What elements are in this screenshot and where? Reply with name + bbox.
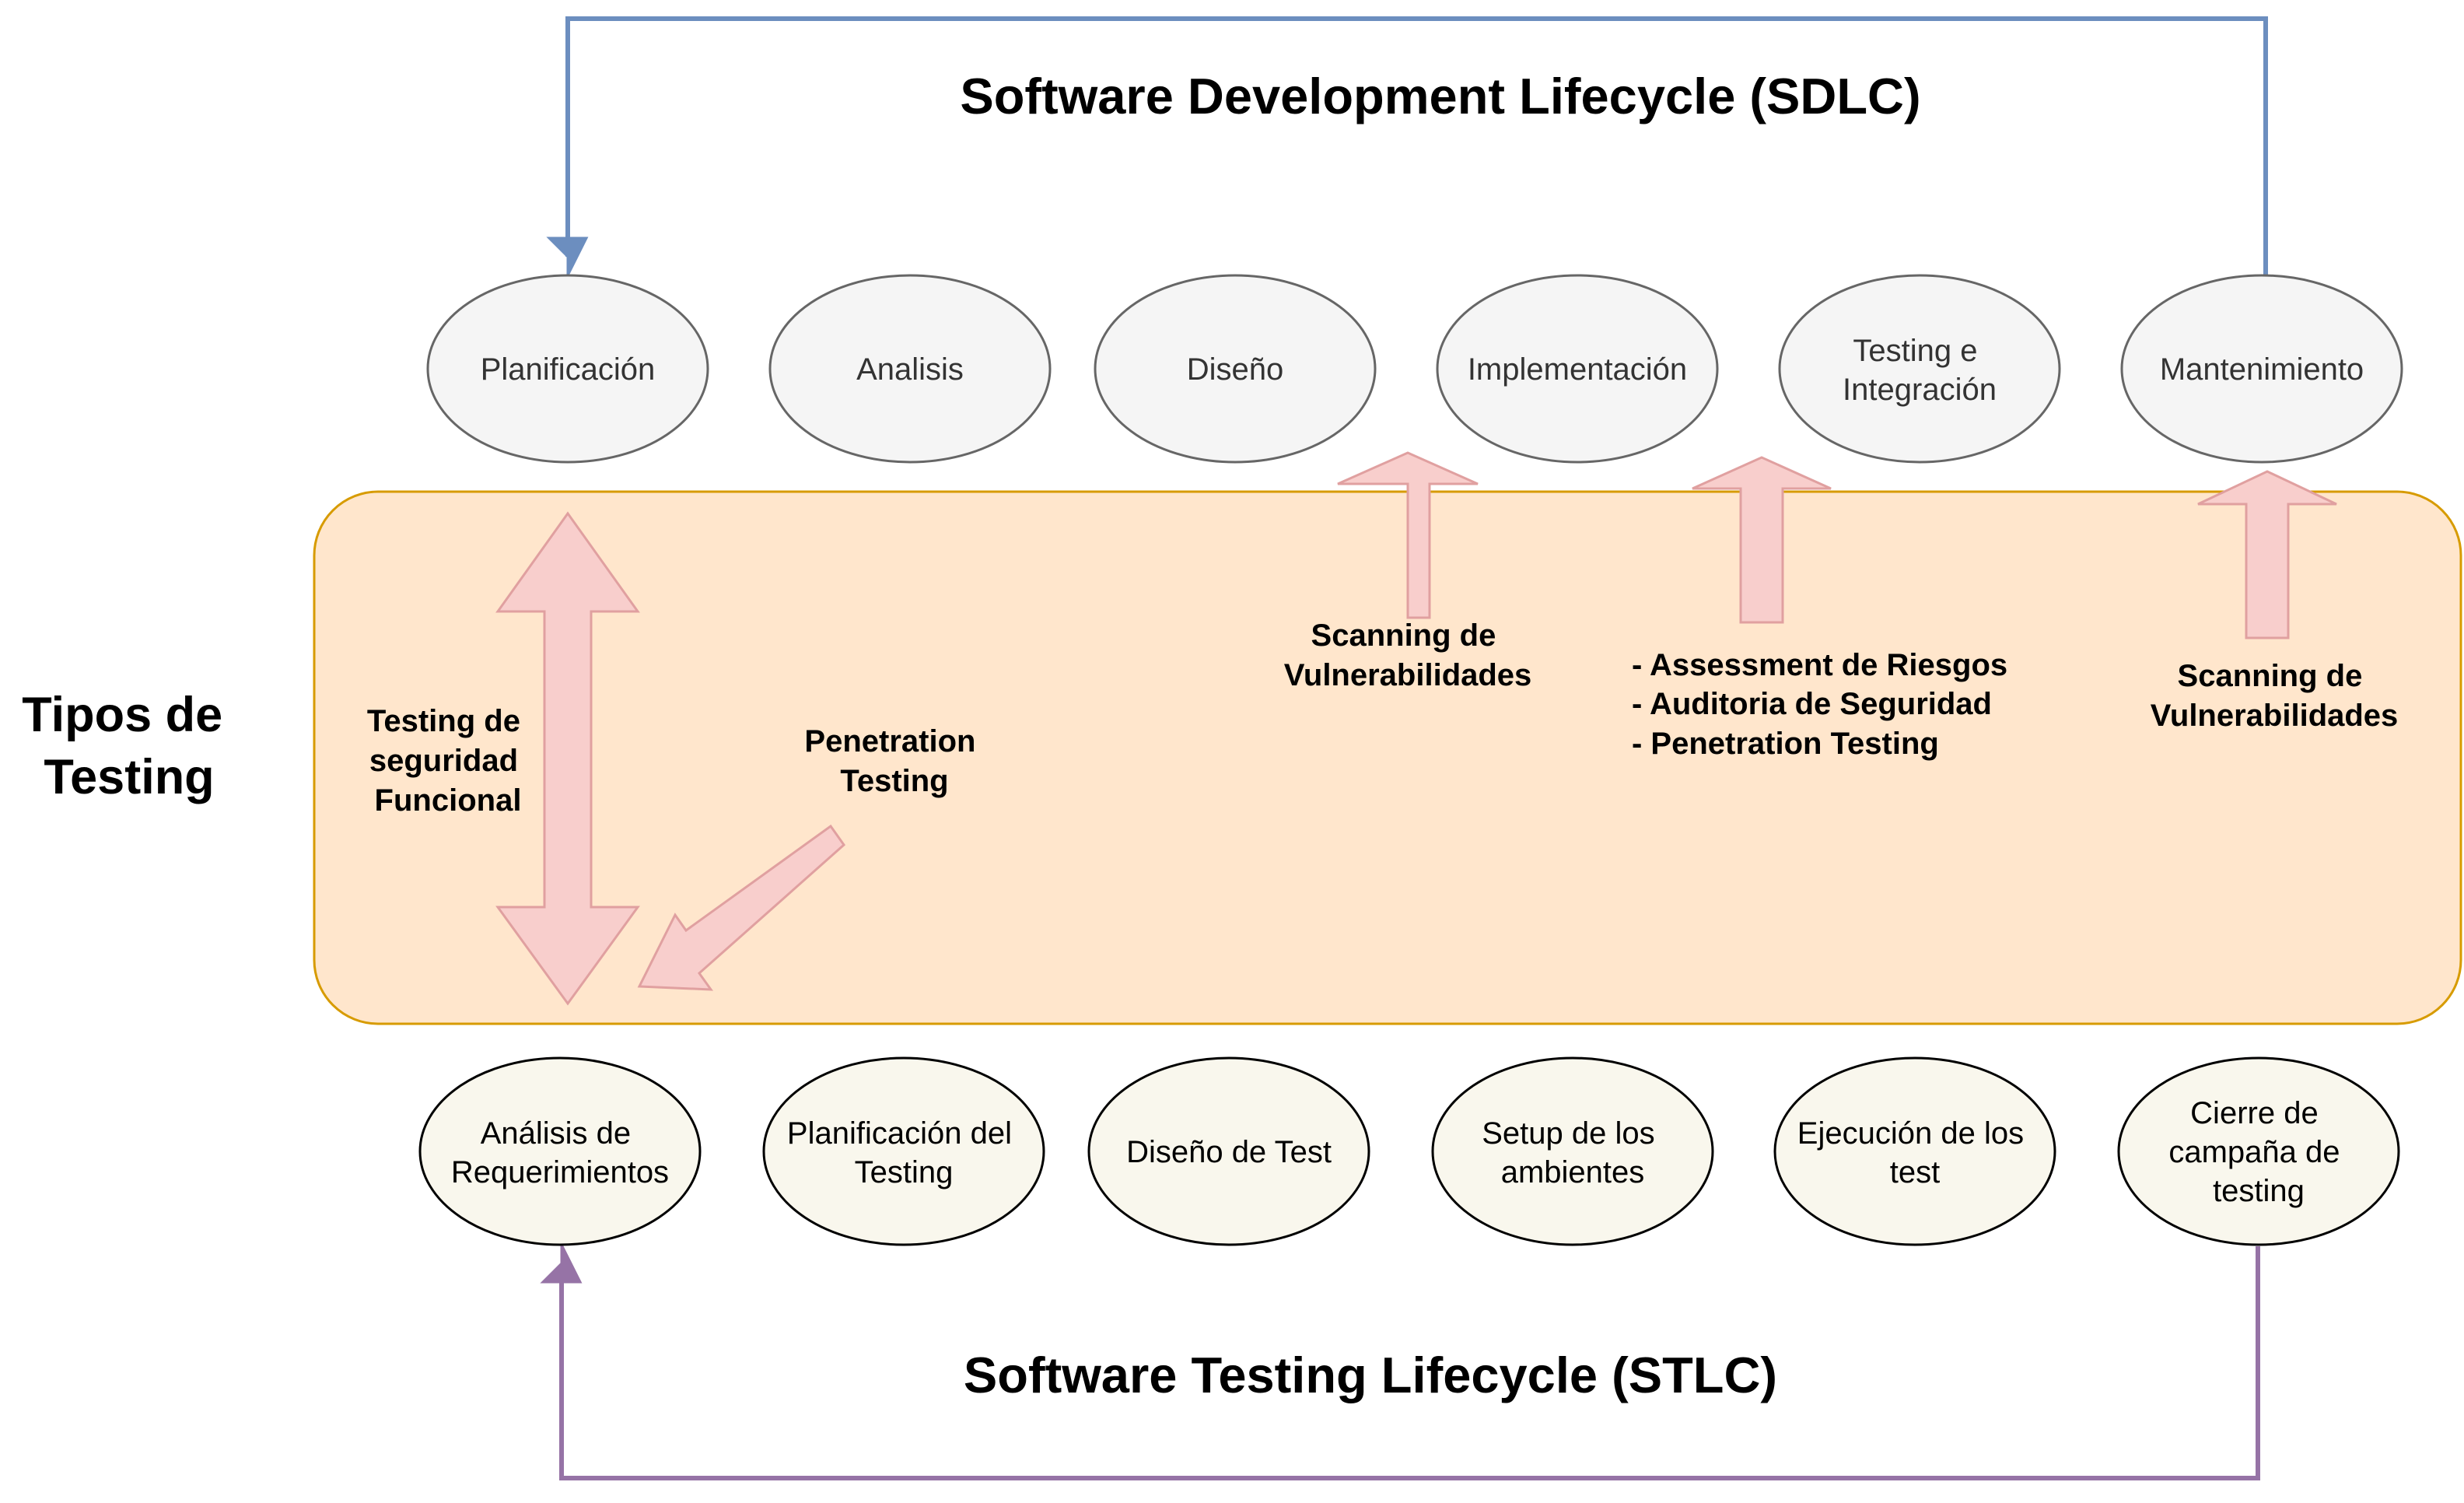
- svg-text:Analisis: Analisis: [856, 352, 964, 387]
- label-penetration-testing: Penetration Testing: [804, 724, 984, 798]
- stlc-phase-cierre-campana: Cierre de campaña de testing: [2117, 1056, 2400, 1246]
- sdlc-phase-analisis: Analisis: [768, 274, 1052, 464]
- svg-text:Mantenimiento: Mantenimiento: [2160, 352, 2364, 387]
- svg-text:Ejecución de los test: Ejecución de los test: [1797, 1116, 2032, 1189]
- svg-text:Diseño: Diseño: [1187, 352, 1284, 387]
- stlc-phase-planificacion-testing: Planificación del Testing: [762, 1056, 1045, 1246]
- stlc-title: Software Testing Lifecycle (STLC): [964, 1347, 1777, 1403]
- svg-text:Cierre de campaña de: Cierre de campaña de testing: [2168, 1096, 2348, 1208]
- sdlc-phase-implementacion: Implementación: [1436, 274, 1719, 464]
- stlc-phase-diseno-test: Diseño de Test: [1087, 1056, 1370, 1246]
- stlc-phase-analisis-requerimientos: Análisis de Requerimientos: [418, 1056, 702, 1246]
- testing-types-title: Tipos de Testing: [22, 688, 236, 804]
- sdlc-phase-mantenimiento: Mantenimiento: [2120, 274, 2403, 464]
- sdlc-title: Software Development Lifecycle (SDLC): [960, 68, 1920, 124]
- svg-text:Diseño de Test: Diseño de Test: [1126, 1135, 1332, 1169]
- label-assessment-list: - Assessment de Riesgos - Auditoria de S…: [1632, 648, 2016, 761]
- stlc-loop-arrowhead: [540, 1244, 583, 1284]
- diagonal-arrow-penetration-testing: [637, 824, 846, 991]
- svg-text:Planificación: Planificación: [481, 352, 656, 387]
- sdlc-loop-connector: [565, 16, 2268, 277]
- testing-types-band: [313, 490, 2462, 1025]
- label-scanning-maintenance: Scanning de Vulnerabilidades: [2151, 659, 2399, 733]
- sdlc-phase-planificacion: Planificación: [426, 274, 709, 464]
- label-scanning-implementation: Scanning de Vulnerabilidades: [1284, 618, 1532, 692]
- svg-text:Testing e Integración: Testing e Integración: [1843, 334, 1997, 407]
- svg-text:Análisis de Requerimient: Análisis de Requerimientos: [451, 1116, 669, 1189]
- stlc-phase-setup-ambientes: Setup de los ambientes: [1431, 1056, 1714, 1246]
- svg-text:Setup de los ambientes: Setup de los ambientes: [1482, 1116, 1664, 1189]
- double-arrow-functional-testing: [495, 511, 640, 1006]
- up-arrow-assessment-testing: [1692, 456, 1832, 624]
- sdlc-phase-testing-integracion: Testing e Integración: [1778, 274, 2061, 464]
- label-functional-security-testing: Testing de seguridad Funcional: [367, 704, 529, 818]
- svg-text:Planificación del Testin: Planificación del Testing: [787, 1116, 1020, 1189]
- up-arrow-scanning-maintenance: [2197, 470, 2337, 639]
- stlc-loop-connector: [559, 1246, 2260, 1480]
- up-arrow-scanning-implementation: [1337, 451, 1479, 619]
- stlc-phase-ejecucion-test: Ejecución de los test: [1773, 1056, 2056, 1246]
- svg-text:Implementación: Implementación: [1468, 352, 1687, 387]
- sdlc-loop-arrowhead: [546, 236, 589, 276]
- sdlc-phase-diseno: Diseño: [1094, 274, 1377, 464]
